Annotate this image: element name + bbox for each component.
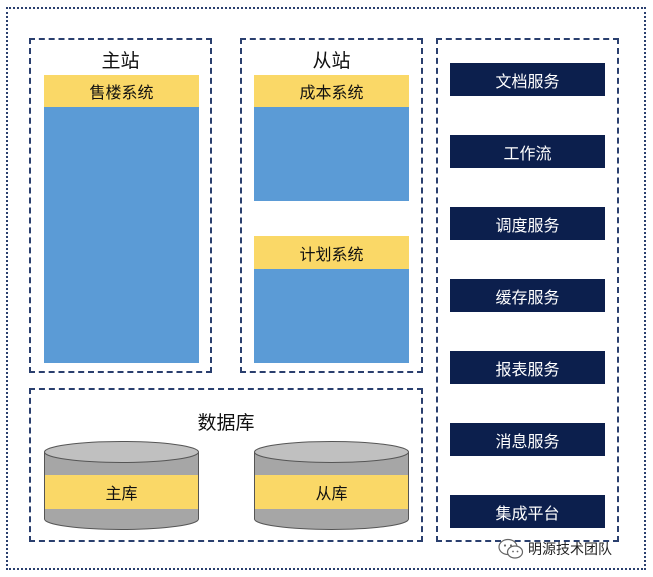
- service-cache: 缓存服务: [450, 279, 605, 312]
- sub-station-title: 从站: [312, 50, 351, 72]
- service-integration: 集成平台: [450, 495, 605, 528]
- service-message: 消息服务: [450, 423, 605, 456]
- sales-system-block: [44, 107, 199, 363]
- cost-system-block: [254, 107, 409, 201]
- wechat-icon: [498, 538, 524, 559]
- plan-system-block: [254, 269, 409, 363]
- slave-db-cylinder: 从库: [254, 441, 409, 530]
- slave-db-cylinder-icon: [254, 441, 409, 530]
- slave-db-label: 从库: [315, 484, 348, 503]
- database-title: 数据库: [197, 412, 255, 434]
- sales-system-header: 售楼系统: [44, 75, 199, 107]
- main-station-title: 主站: [101, 50, 140, 72]
- master-db-label: 主库: [105, 484, 138, 503]
- watermark-text: 明源技术团队: [528, 542, 612, 558]
- plan-system-header: 计划系统: [254, 236, 409, 269]
- watermark: 明源技术团队: [498, 536, 644, 562]
- master-db-cylinder-icon: [44, 441, 199, 530]
- master-db-cylinder: 主库: [44, 441, 199, 530]
- service-document: 文档服务: [450, 63, 605, 96]
- architecture-frame: [6, 7, 646, 570]
- service-workflow: 工作流: [450, 135, 605, 168]
- cost-system-header: 成本系统: [254, 75, 409, 107]
- service-report: 报表服务: [450, 351, 605, 384]
- service-scheduler: 调度服务: [450, 207, 605, 240]
